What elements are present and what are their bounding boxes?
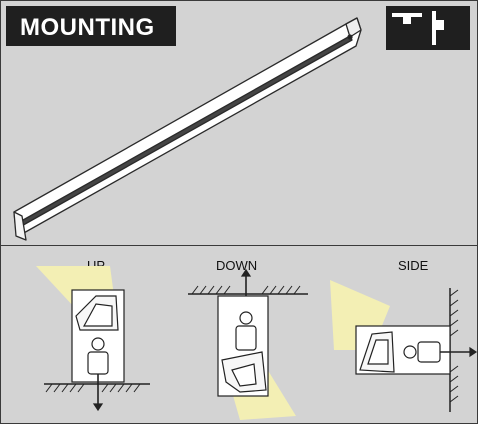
page-title: MOUNTING [20,14,155,41]
ceiling-hatch [191,285,301,295]
ceiling-mount-icon [392,13,422,24]
wall-mount-icon [432,11,444,45]
linear-luminaire [13,17,362,241]
bracket-up [71,289,125,412]
floor-hatch [45,383,141,393]
mount-type-icons [386,6,470,50]
view-label-down: DOWN [216,258,258,273]
view-label-side: SIDE [398,258,429,273]
wall-hatch [449,289,459,403]
bracket-down [217,268,269,397]
bracket-side [355,325,478,375]
title-banner: MOUNTING [6,6,176,46]
